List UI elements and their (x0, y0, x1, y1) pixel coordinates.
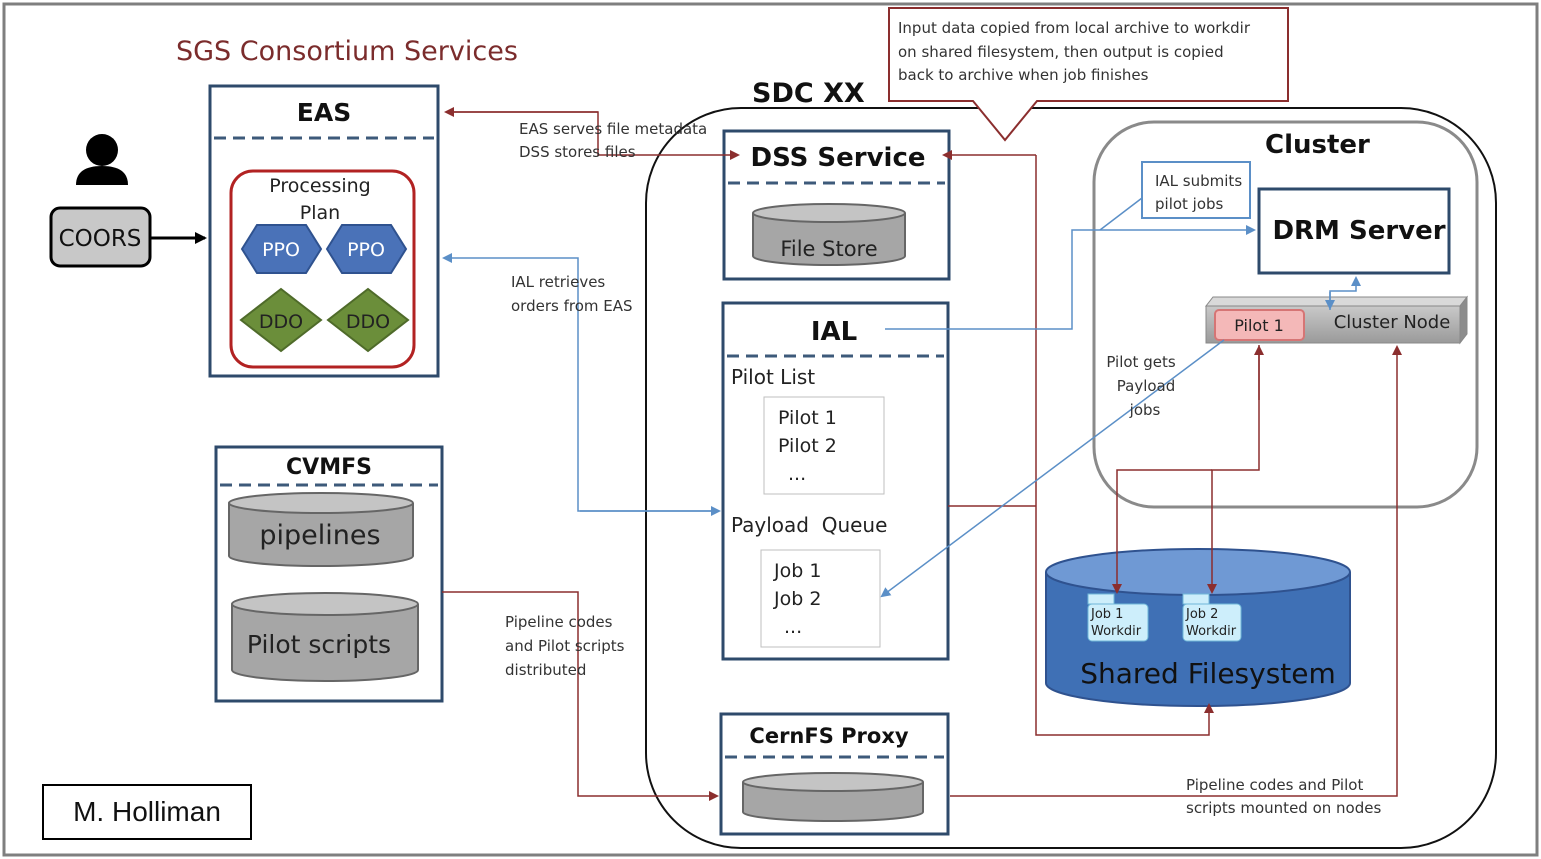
file-store-database (752, 203, 906, 266)
ial-retrieves-line-2: orders from EAS (511, 297, 633, 315)
eas-title: EAS (297, 98, 351, 127)
pilot-1-label: Pilot 1 (1234, 316, 1284, 335)
job-2-workdir-label-1: Job 2 (1185, 607, 1218, 622)
ddo-diamond-1 (239, 287, 323, 353)
dss-title: DSS Service (750, 143, 925, 173)
cluster-container (1092, 120, 1479, 509)
job-1-workdir-label-1: Job 1 (1090, 607, 1123, 622)
ial-submits-leader (1099, 197, 1143, 231)
ppo-hexagon-2 (325, 224, 408, 274)
job-list-item: Job 1 (773, 560, 821, 582)
callout-line-2: on shared filesystem, then output is cop… (898, 43, 1224, 61)
job-list-item: Job 2 (773, 588, 821, 610)
person-icon (76, 134, 128, 185)
job-2-workdir (1182, 593, 1242, 642)
pilot-list-item: Pilot 2 (778, 435, 837, 457)
processing-plan-label-2: Plan (300, 202, 340, 224)
pilot-gets-line-3: jobs (1129, 401, 1161, 419)
mounted-line-2: scripts mounted on nodes (1186, 799, 1381, 817)
eas-serves-line-1: EAS serves file metadata (519, 120, 707, 138)
pipeline-codes-line-2: and Pilot scripts (505, 637, 625, 655)
cluster-node-label: Cluster Node (1334, 312, 1451, 333)
file-store-label: File Store (780, 237, 877, 261)
coors-label: COORS (59, 226, 142, 252)
callout-box (888, 7, 1289, 142)
pipelines-label: pipelines (259, 520, 380, 551)
job-1-workdir-label-2: Workdir (1091, 624, 1142, 639)
page-title: SGS Consortium Services (176, 36, 518, 67)
payload-queue-label: Payload Queue (731, 513, 887, 537)
pipelines-database (228, 492, 414, 567)
callout-line-3: back to archive when job finishes (898, 66, 1149, 84)
ial-eas-connector (442, 253, 719, 512)
eas-serves-line-2: DSS stores files (519, 143, 636, 161)
ial-submits-line-1: IAL submits (1155, 172, 1242, 190)
mounted-line-1: Pipeline codes and Pilot (1186, 776, 1363, 794)
pilot-payload-connector (880, 339, 1225, 598)
cernfs-title: CernFS Proxy (749, 724, 908, 748)
shared-filesystem-label: Shared Filesystem (1080, 657, 1336, 690)
pilot-scripts-label: Pilot scripts (247, 630, 391, 659)
author-credit: M. Holliman (42, 784, 252, 840)
processing-plan-label-1: Processing (269, 175, 370, 197)
ial-drm-connector (885, 225, 1256, 330)
cernfs-database (742, 772, 924, 822)
drm-server-title: DRM Server (1272, 216, 1445, 246)
cvmfs-title: CVMFS (286, 455, 372, 480)
ial-retrieves-line-1: IAL retrieves (511, 273, 605, 291)
pipeline-codes-line-1: Pipeline codes (505, 613, 613, 631)
ppo-label-1: PPO (262, 239, 300, 261)
pilot-list-label: Pilot List (731, 365, 815, 389)
job-1-workdir (1087, 593, 1149, 642)
ppo-label-2: PPO (347, 239, 385, 261)
dss-sharedfs-connector (1035, 155, 1214, 736)
sdc-title: SDC XX (752, 78, 865, 109)
ial-title: IAL (811, 317, 857, 347)
job-list-item: ... (784, 616, 802, 638)
pilot-gets-line-1: Pilot gets (1106, 353, 1176, 371)
ddo-diamond-2 (326, 287, 410, 353)
pipeline-codes-line-3: distributed (505, 661, 586, 679)
pilot-job1-connector (1112, 469, 1212, 594)
pilot-list-item: ... (788, 463, 806, 485)
pilot-list-box (763, 396, 885, 495)
ddo-label-2: DDO (346, 311, 390, 333)
pilot-list-item: Pilot 1 (778, 407, 837, 429)
cluster-title: Cluster (1265, 130, 1370, 160)
cvmfs-cernfs-connector (442, 591, 719, 801)
pilot-scripts-database (231, 592, 419, 682)
pilot-gets-line-2: Payload (1117, 377, 1176, 395)
ial-submits-box (1141, 161, 1251, 219)
cernfs-node-connector (950, 345, 1402, 797)
payload-queue-box (760, 549, 881, 648)
pilot-1-box (1214, 309, 1305, 341)
job-2-workdir-label-2: Workdir (1186, 624, 1237, 639)
ddo-label-1: DDO (259, 311, 303, 333)
ppo-hexagon-1 (240, 224, 323, 274)
sdc-container (645, 107, 1497, 849)
pilot-job2-connector (1207, 345, 1260, 594)
drm-server-box (1257, 187, 1451, 275)
callout-line-1: Input data copied from local archive to … (898, 19, 1251, 37)
ial-submits-line-2: pilot jobs (1155, 195, 1224, 213)
